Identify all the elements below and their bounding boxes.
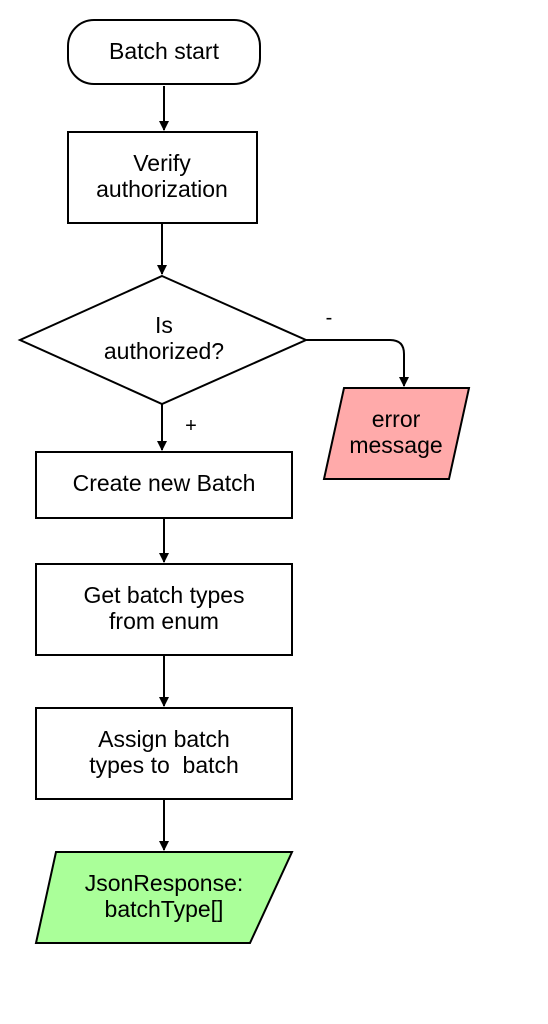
- get-types-label-line-2: from enum: [109, 608, 219, 634]
- response-label-line-1: JsonResponse:: [85, 870, 244, 896]
- create-label: Create new Batch: [73, 470, 256, 496]
- error-label-line-1: error: [372, 406, 421, 432]
- verify-label-line-2: authorization: [96, 176, 228, 202]
- error-shape: [322, 387, 471, 480]
- decision-label-line-2: authorized?: [104, 338, 224, 364]
- edge-label-yes: +: [185, 415, 197, 437]
- start-terminal: Batch start: [67, 19, 261, 85]
- create-batch-process: Create new Batch: [35, 451, 293, 519]
- create-label-line-1: Create new Batch: [73, 470, 256, 496]
- assign-label-line-1: Assign batch: [98, 726, 230, 752]
- get-types-label-line-1: Get batch types: [83, 582, 244, 608]
- error-label-line-2: message: [349, 432, 442, 458]
- response-shape: [34, 851, 294, 944]
- edge-label-no: -: [326, 307, 333, 329]
- decision-label-line-1: Is: [155, 312, 173, 338]
- json-response-output: JsonResponse:batchType[]: [34, 851, 294, 944]
- edge-decision-to-error: [306, 339, 409, 387]
- response-label-line-2: batchType[]: [105, 896, 224, 922]
- assign-label-line-2: types to batch: [89, 752, 239, 778]
- verify-label-line-1: Verify: [133, 150, 191, 176]
- response-label: JsonResponse:batchType[]: [85, 870, 244, 922]
- start-label: Batch start: [109, 38, 220, 64]
- start-label-line-1: Batch start: [109, 38, 220, 64]
